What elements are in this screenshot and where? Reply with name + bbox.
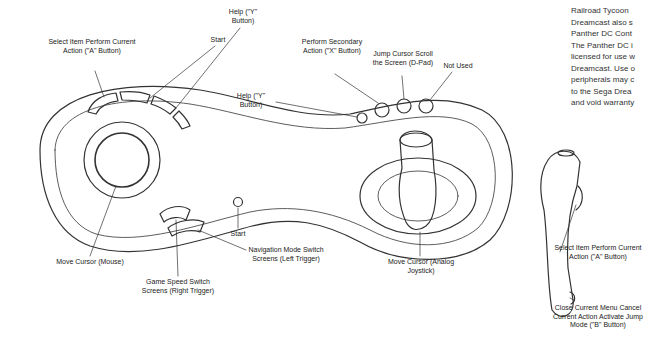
joystick-side-view	[541, 151, 580, 316]
cut-off-note-text: licensed for use w	[571, 52, 635, 62]
start-button	[234, 198, 243, 207]
joystick-ring	[378, 171, 458, 221]
part-callout: Move Cursor (Analog Joystick)	[378, 258, 464, 275]
cut-off-note-text: Dreamcast also s	[571, 18, 633, 28]
button-callout: Not Used	[438, 62, 478, 71]
part-callout: Move Cursor (Mouse)	[50, 258, 130, 267]
cut-off-note-text: Railroad Tycoon	[571, 6, 629, 16]
cut-off-note-text: to the Sega Drea	[571, 87, 631, 97]
cut-off-note-text: peripherals may c	[571, 75, 634, 85]
cut-off-note-text: The Panther DC i	[571, 41, 633, 51]
joystick-grip	[399, 131, 436, 229]
side-trigger	[576, 186, 582, 210]
side-top-button	[558, 150, 574, 156]
y-button	[357, 113, 367, 123]
cut-off-note-text: Dreamcast. Use o	[571, 64, 635, 74]
button-callout: Help ("Y" Button)	[226, 92, 276, 109]
d-pad	[397, 99, 411, 113]
cut-off-note-text: Panther DC Cont	[571, 29, 632, 39]
joystick-base	[360, 158, 476, 234]
button-callout: Start	[200, 36, 236, 45]
leader-lines	[90, 28, 576, 300]
button-callout: Select Item Perform Current Action ("A" …	[548, 244, 648, 261]
cut-off-note-text: and void warranty	[571, 98, 634, 108]
button-callout: Perform Secondary Action ("X" Button)	[300, 38, 364, 55]
right-trigger	[160, 207, 190, 222]
x-button	[375, 103, 389, 117]
face-button	[120, 92, 150, 103]
face-button	[173, 111, 190, 129]
trigger-callout: Navigation Mode Switch Screens (Left Tri…	[248, 246, 324, 263]
body-contour	[55, 101, 495, 245]
button-callout: Start	[222, 230, 254, 239]
button-callout: Help ("Y" Button)	[218, 8, 268, 25]
face-button	[88, 93, 118, 114]
left-trigger	[168, 220, 204, 236]
button-callout: Jump Cursor Scroll the Screen (D-Pad)	[370, 50, 436, 67]
side-b-button	[570, 292, 575, 304]
button-callout: Close Current Menu Cancel Current Action…	[548, 304, 648, 330]
controller-body	[40, 86, 512, 259]
unused-button	[419, 99, 433, 113]
trigger-callout: Game Speed Switch Screens (Right Trigger…	[140, 278, 216, 295]
trackball	[95, 133, 149, 187]
joystick-top	[400, 133, 432, 147]
button-callout: Select Item Perform Current Action ("A" …	[42, 38, 142, 55]
trackball-ring	[84, 122, 160, 198]
face-button	[151, 96, 176, 114]
